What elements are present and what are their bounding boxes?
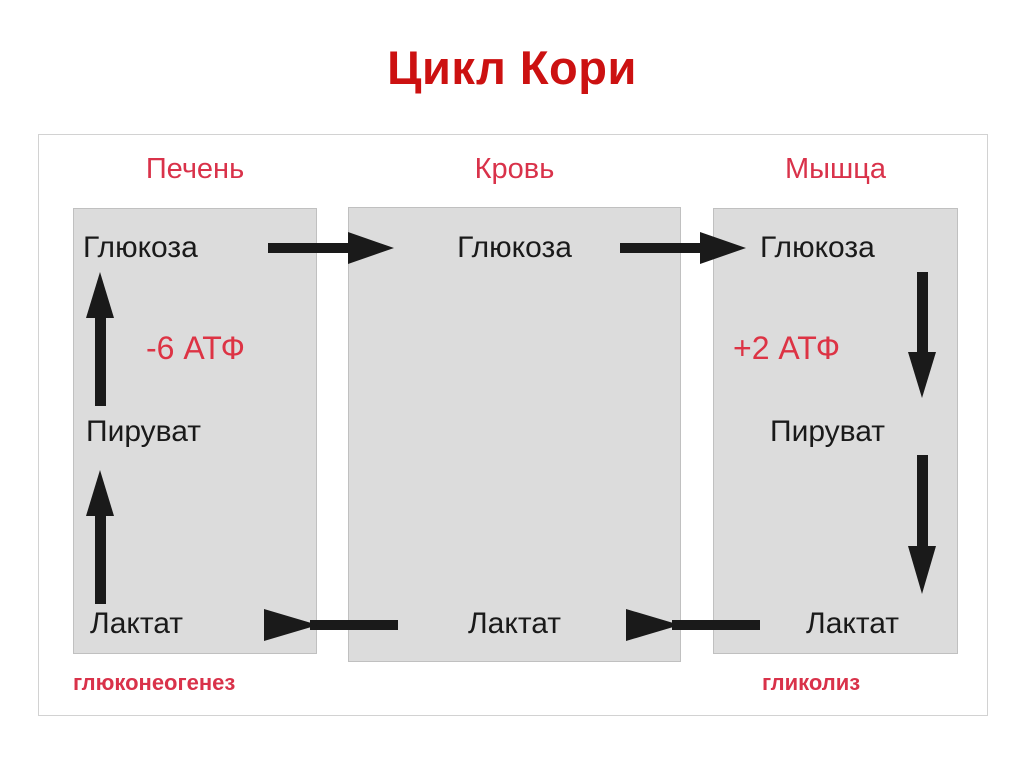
node-glucose-blood: Глюкоза — [457, 231, 572, 264]
node-glucose-liver: Глюкоза — [83, 231, 198, 264]
node-glucose-muscle: Глюкоза — [760, 231, 875, 264]
node-lactate-liver: Лактат — [90, 607, 184, 640]
caption-glycolysis: гликолиз — [762, 670, 861, 695]
panel-blood — [348, 207, 681, 662]
caption-gluconeogenesis: глюконеогенез — [73, 670, 236, 695]
node-lactate-muscle: Лактат — [806, 607, 900, 640]
node-pyruvate-liver: Пируват — [86, 415, 202, 448]
column-header-blood: Кровь — [474, 153, 555, 185]
node-lactate-blood: Лактат — [467, 607, 561, 640]
annotation-atp-muscle: +2 АТФ — [733, 330, 841, 366]
node-pyruvate-muscle: Пируват — [770, 415, 886, 448]
page-title: Цикл Кори — [387, 41, 637, 94]
column-header-muscle: Мышца — [784, 153, 886, 185]
column-header-liver: Печень — [145, 153, 245, 185]
annotation-atp-liver: -6 АТФ — [146, 330, 245, 366]
